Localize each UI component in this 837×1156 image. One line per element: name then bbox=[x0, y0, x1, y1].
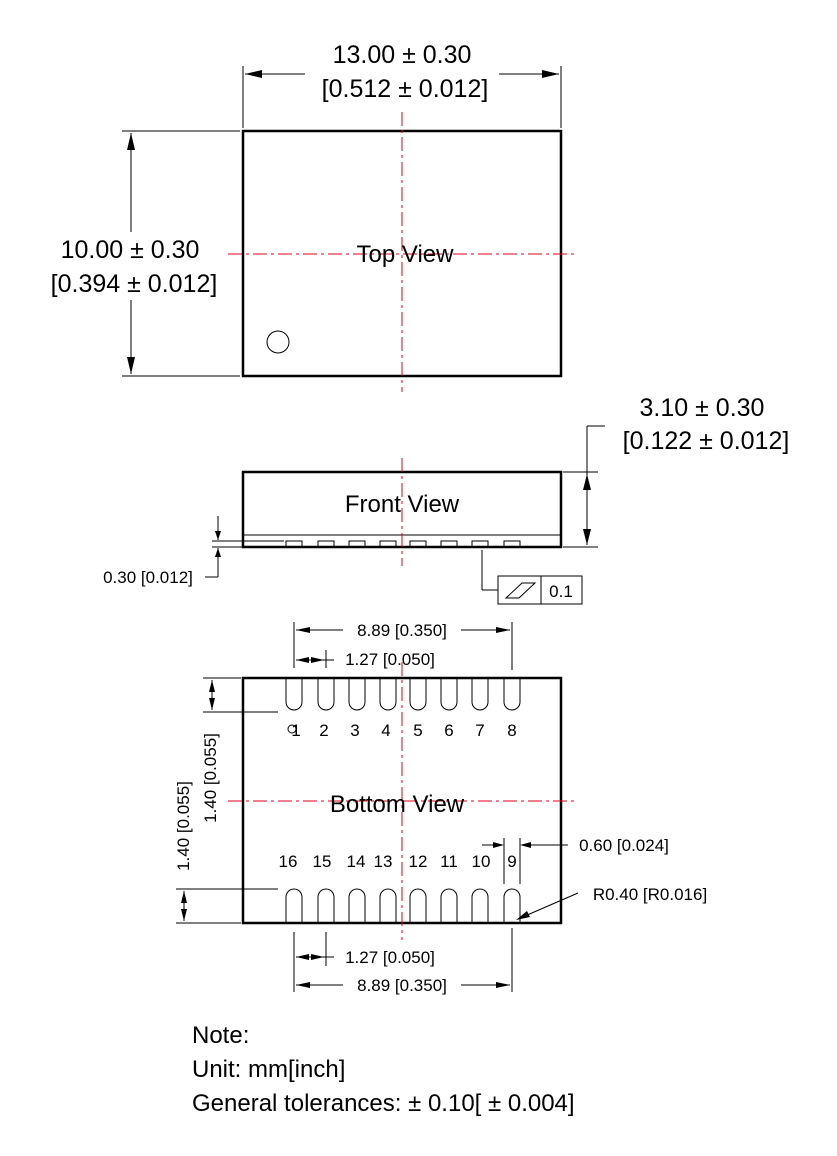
pin-number: 15 bbox=[313, 852, 332, 871]
bottom-span-label: 8.89 [0.350] bbox=[357, 976, 447, 995]
front-view-label: Front View bbox=[345, 491, 460, 518]
pin1-marker-icon bbox=[266, 330, 290, 354]
pad-length-label-b: 1.40 [0.055] bbox=[201, 733, 220, 823]
width-in-label: [0.512 ± 0.012] bbox=[322, 75, 489, 103]
pin-number: 8 bbox=[507, 721, 516, 740]
flatness-symbol-icon bbox=[504, 582, 537, 599]
pad-length-dimension-inner: 1.40 [0.055] bbox=[201, 677, 278, 823]
pin-number: 6 bbox=[444, 721, 453, 740]
top-span-dimension: 8.89 [0.350] bbox=[293, 621, 513, 670]
top-view: Top View 13.00 ± 0.30 [0.512 ± 0.012] 10… bbox=[51, 41, 576, 392]
height-dimension: 10.00 ± 0.30 [0.394 ± 0.012] bbox=[51, 130, 240, 377]
bottom-view-label: Bottom View bbox=[330, 791, 465, 818]
bottom-span-dimension: 8.89 [0.350] bbox=[296, 928, 513, 995]
bottom-pitch-dimension: 1.27 [0.050] bbox=[293, 932, 435, 992]
thickness-dimension: 3.10 ± 0.30 [0.122 ± 0.012] bbox=[563, 394, 790, 548]
thickness-in-label: [0.122 ± 0.012] bbox=[623, 427, 790, 455]
pin-number: 13 bbox=[374, 852, 393, 871]
pin-number: 4 bbox=[381, 721, 390, 740]
pad-length-label-a: 1.40 [0.055] bbox=[174, 781, 193, 871]
flatness-value: 0.1 bbox=[549, 582, 573, 601]
thickness-mm-label: 3.10 ± 0.30 bbox=[640, 394, 765, 422]
height-mm-label: 10.00 ± 0.30 bbox=[61, 236, 200, 264]
note-heading: Note: bbox=[192, 1022, 249, 1049]
front-view-pads bbox=[285, 540, 521, 548]
pin-number: 5 bbox=[413, 721, 422, 740]
pin-number: 14 bbox=[347, 852, 366, 871]
bottom-view: Bottom View 1 2 3 bbox=[174, 621, 707, 995]
pad-width-dimension: 0.60 [0.024] bbox=[482, 836, 669, 884]
bottom-row-pads bbox=[285, 888, 521, 923]
pin-number: 11 bbox=[440, 852, 458, 871]
note-tolerance: General tolerances: ± 0.10[ ± 0.004] bbox=[192, 1090, 575, 1117]
pin-number: 7 bbox=[475, 721, 484, 740]
top-pitch-label: 1.27 [0.050] bbox=[345, 650, 435, 669]
top-span-label: 8.89 [0.350] bbox=[357, 621, 447, 640]
front-view: Front View 3.10 ± 0.30 [0.122 ± 0.012] 0… bbox=[103, 394, 790, 605]
note-unit: Unit: mm[inch] bbox=[192, 1056, 345, 1083]
pin1-circle-icon bbox=[287, 724, 297, 734]
top-pin-numbers: 1 2 3 4 5 6 7 8 bbox=[287, 721, 517, 740]
flatness-callout: 0.1 bbox=[481, 550, 583, 605]
height-in-label: [0.394 ± 0.012] bbox=[51, 270, 218, 298]
feature-control-frame bbox=[497, 575, 583, 605]
top-row-pads bbox=[285, 678, 521, 711]
pin-number: 10 bbox=[472, 852, 491, 871]
standoff-dimension: 0.30 [0.012] bbox=[103, 516, 284, 587]
pin-number: 2 bbox=[319, 721, 328, 740]
top-view-label: Top View bbox=[357, 241, 455, 268]
width-dimension: 13.00 ± 0.30 [0.512 ± 0.012] bbox=[242, 41, 562, 128]
pin-number: 3 bbox=[350, 721, 359, 740]
notes-block: Note: Unit: mm[inch] General tolerances:… bbox=[192, 1022, 575, 1117]
pin-number: 9 bbox=[507, 852, 516, 871]
bottom-pin-numbers: 16 15 14 13 12 11 10 9 bbox=[279, 852, 517, 871]
pad-radius-callout: R0.40 [R0.016] bbox=[516, 885, 707, 920]
pad-radius-label: R0.40 [R0.016] bbox=[593, 885, 707, 904]
pad-width-label: 0.60 [0.024] bbox=[579, 836, 669, 855]
pin-number: 1 bbox=[291, 721, 300, 740]
bottom-pitch-label: 1.27 [0.050] bbox=[345, 948, 435, 967]
pad-length-dimension-outer: 1.40 [0.055] bbox=[174, 781, 278, 924]
pin-number: 12 bbox=[409, 852, 428, 871]
standoff-label: 0.30 [0.012] bbox=[103, 568, 193, 587]
pin-number: 16 bbox=[279, 852, 298, 871]
width-mm-label: 13.00 ± 0.30 bbox=[333, 41, 472, 69]
top-pitch-dimension: 1.27 [0.050] bbox=[296, 650, 435, 669]
